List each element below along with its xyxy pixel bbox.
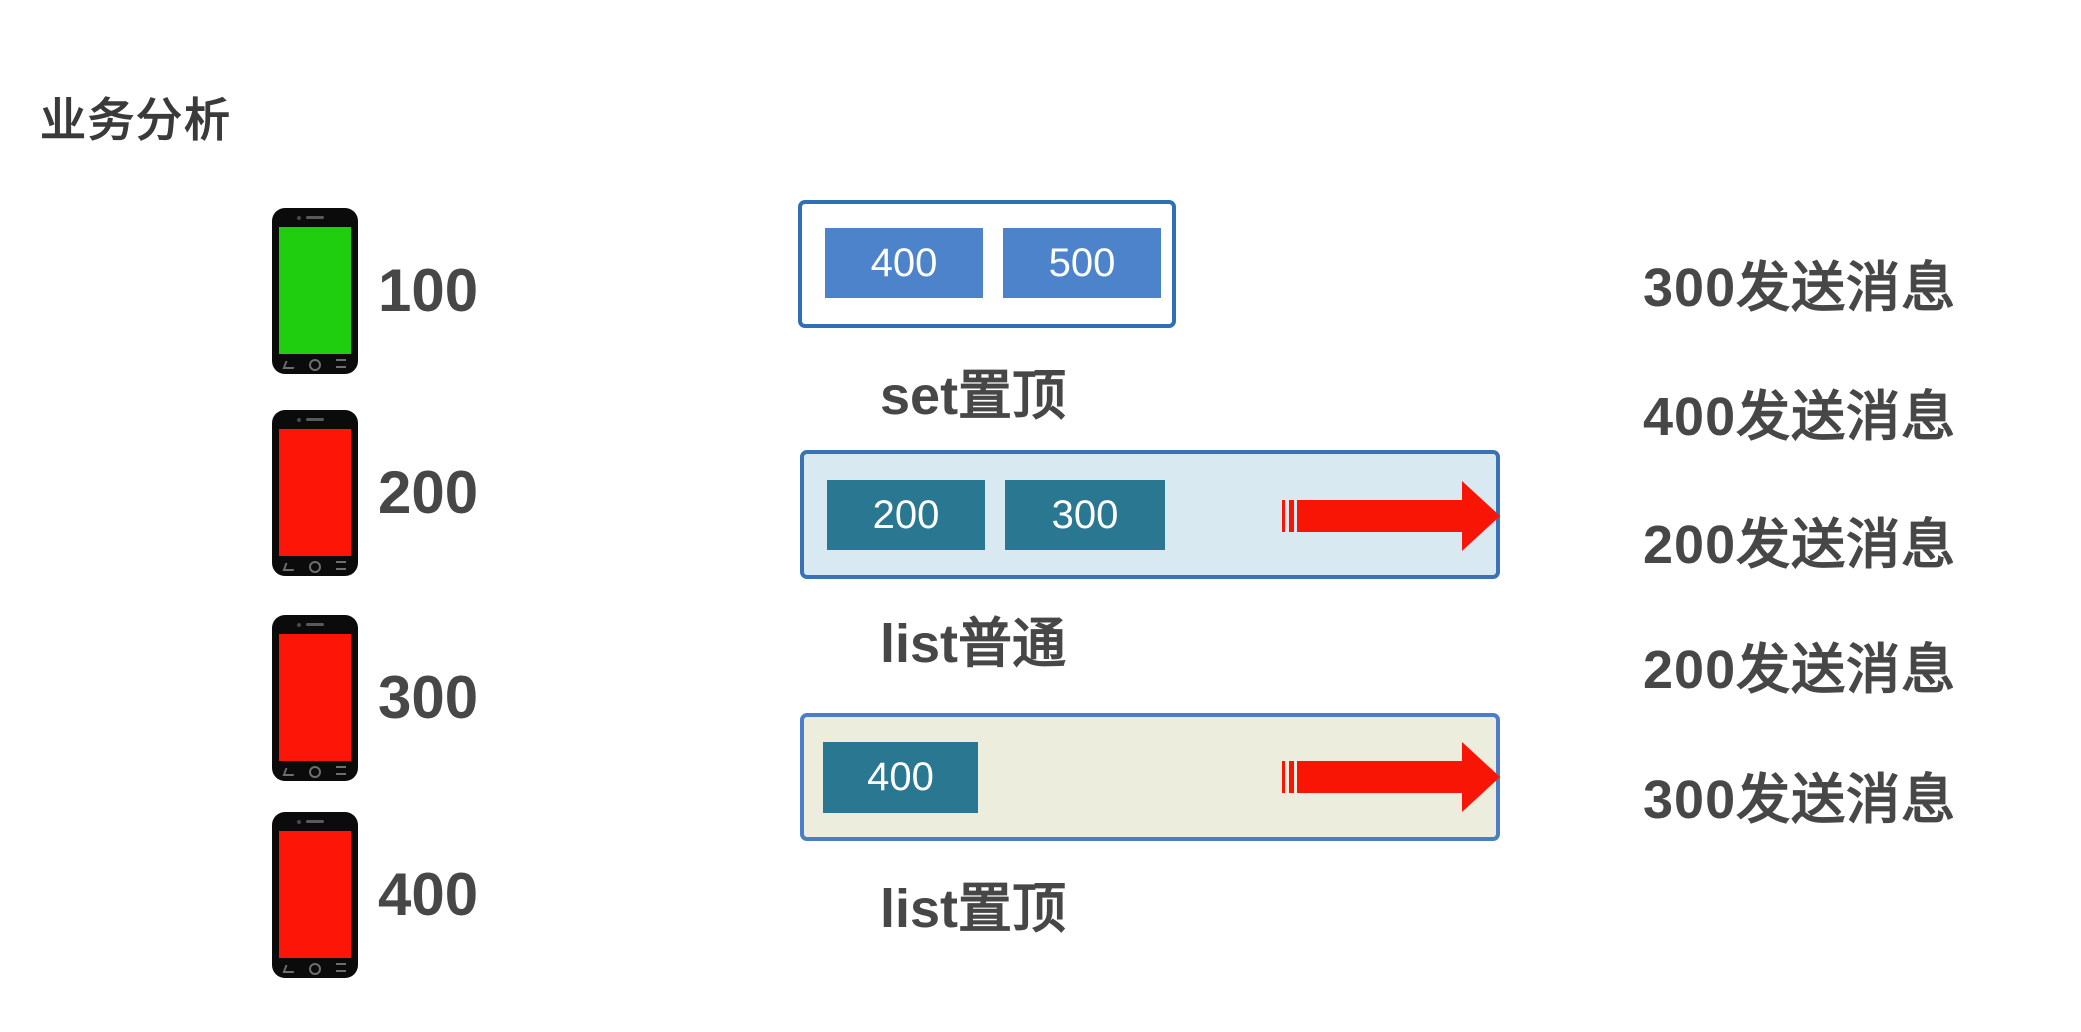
red-arrow-icon [1282, 481, 1500, 551]
set-top-container: 400 500 [798, 200, 1176, 328]
phone-label-300: 300 [378, 664, 479, 731]
list-top-container: 400 [800, 713, 1500, 841]
set-top-label: set置顶 [880, 366, 1067, 426]
phone-label-200: 200 [378, 459, 479, 526]
list-top-label: list置顶 [880, 879, 1067, 939]
back-icon [282, 965, 297, 973]
speaker-icon [306, 216, 324, 219]
page-title: 业务分析 [40, 94, 232, 146]
message-annotation: 300发送消息 [1643, 258, 1957, 318]
queue-item: 200 [827, 480, 985, 550]
queue-item: 400 [825, 228, 983, 298]
speaker-icon [306, 820, 324, 823]
phone-label-100: 100 [378, 257, 479, 324]
home-button-icon [309, 561, 321, 573]
phone-screen-red [279, 831, 351, 958]
phone-screen-red [279, 429, 351, 556]
back-icon [282, 768, 297, 776]
queue-item: 500 [1003, 228, 1161, 298]
queue-item: 300 [1005, 480, 1165, 550]
menu-icon [336, 561, 346, 570]
list-normal-container: 200 300 [800, 450, 1500, 579]
home-button-icon [309, 766, 321, 778]
camera-dot-icon [297, 623, 301, 627]
menu-icon [336, 359, 346, 368]
list-normal-label: list普通 [880, 614, 1067, 674]
phone-400 [272, 812, 358, 978]
phone-300 [272, 615, 358, 781]
home-button-icon [309, 963, 321, 975]
red-arrow-icon [1282, 742, 1500, 812]
back-icon [282, 361, 297, 369]
message-annotation: 400发送消息 [1643, 387, 1957, 447]
menu-icon [336, 963, 346, 972]
message-annotation: 300发送消息 [1643, 770, 1957, 830]
phone-200 [272, 410, 358, 576]
back-icon [282, 563, 297, 571]
phone-100 [272, 208, 358, 374]
phone-label-400: 400 [378, 861, 479, 928]
camera-dot-icon [297, 418, 301, 422]
camera-dot-icon [297, 216, 301, 220]
queue-item: 400 [823, 742, 978, 813]
message-annotation: 200发送消息 [1643, 515, 1957, 575]
speaker-icon [306, 623, 324, 626]
camera-dot-icon [297, 820, 301, 824]
phone-screen-green [279, 227, 351, 354]
speaker-icon [306, 418, 324, 421]
home-button-icon [309, 359, 321, 371]
phone-screen-red [279, 634, 351, 761]
message-annotation: 200发送消息 [1643, 640, 1957, 700]
menu-icon [336, 766, 346, 775]
